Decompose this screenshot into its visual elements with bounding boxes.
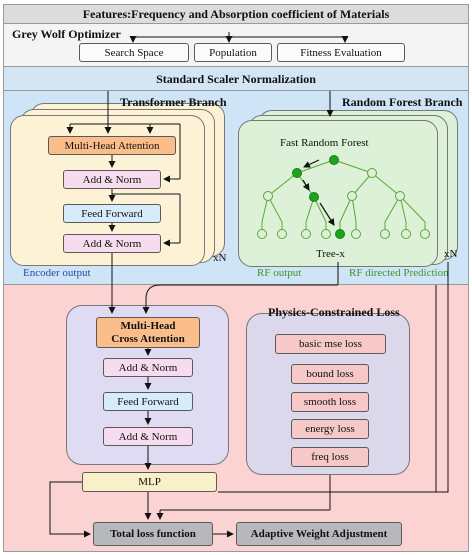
- scaler-title: Standard Scaler Normalization: [156, 72, 316, 86]
- tree-node: [395, 191, 405, 201]
- tree-node: [380, 229, 390, 239]
- tree-node: [277, 229, 287, 239]
- tree-node: [335, 229, 345, 239]
- rf-output-connectors: [142, 262, 449, 493]
- gwo-population: Population: [194, 43, 272, 62]
- decoder-mha: Multi-Head Cross Attention: [96, 317, 200, 348]
- tree-node: [347, 191, 357, 201]
- transformer-repeat: xN: [213, 252, 227, 264]
- rf-output-label: RF output: [257, 267, 302, 279]
- gwo-band: Grey Wolf Optimizer Search Space Populat…: [3, 24, 469, 67]
- title-band: Features:Frequency and Absorption coeffi…: [3, 4, 469, 24]
- rf-repeat: xN: [444, 248, 458, 260]
- rf-title: Random Forest Branch: [342, 95, 463, 109]
- loss-bound: bound loss: [291, 364, 369, 384]
- rf-directed-label: RF directed Prediction: [349, 267, 449, 279]
- diagram-title: Features:Frequency and Absorption coeffi…: [82, 7, 390, 21]
- decoder-connectors: [49, 348, 152, 538]
- transformer-title: Transformer Branch: [120, 95, 227, 109]
- tree-node: [263, 191, 273, 201]
- loss-energy: energy loss: [291, 419, 369, 439]
- adaptive-weight-box: Adaptive Weight Adjustment: [236, 522, 402, 546]
- gwo-search-space: Search Space: [79, 43, 189, 62]
- total-loss-box: Total loss function: [93, 522, 213, 546]
- tree-node: [292, 168, 302, 178]
- tree-node: [329, 155, 339, 165]
- mlp-box: MLP: [82, 472, 217, 492]
- rf-decision-path: [302, 159, 335, 226]
- rf-tree: [257, 155, 430, 239]
- tree-node: [401, 229, 411, 239]
- gwo-fitness-evaluation: Fitness Evaluation: [277, 43, 405, 62]
- tree-node: [420, 229, 430, 239]
- tree-node: [257, 229, 267, 239]
- decoder-mha-line1: Multi-Head: [120, 320, 176, 332]
- loss-connectors: [156, 475, 331, 538]
- loss-smooth: smooth loss: [291, 392, 369, 412]
- encoder-output-label: Encoder output: [23, 267, 91, 279]
- transformer-add-norm-2: Add & Norm: [63, 234, 161, 253]
- scaler-band: Standard Scaler Normalization: [3, 67, 469, 91]
- tree-node: [301, 229, 311, 239]
- loss-freq: freq loss: [291, 447, 369, 467]
- gwo-title: Grey Wolf Optimizer: [12, 27, 121, 41]
- tree-node: [367, 168, 377, 178]
- tree-node: [321, 229, 331, 239]
- transformer-feed-forward: Feed Forward: [63, 204, 161, 223]
- transformer-add-norm-1: Add & Norm: [63, 170, 161, 189]
- physics-loss-title: Physics-Constrained Loss: [268, 305, 400, 319]
- decoder-feed-forward: Feed Forward: [103, 392, 193, 411]
- decoder-add-norm-2: Add & Norm: [103, 427, 193, 446]
- transformer-connectors: [66, 123, 181, 314]
- tree-node: [351, 229, 361, 239]
- scaler-connectors: [104, 91, 334, 134]
- gwo-connectors: [129, 32, 349, 43]
- transformer-mha: Multi-Head Attention: [48, 136, 176, 155]
- rf-tree-title: Fast Random Forest: [280, 137, 369, 149]
- decoder-mha-line2: Cross Attention: [111, 333, 185, 345]
- decoder-add-norm-1: Add & Norm: [103, 358, 193, 377]
- rf-tree-label: Tree-x: [316, 248, 345, 260]
- tree-node: [309, 192, 319, 202]
- loss-basic-mse: basic mse loss: [275, 334, 386, 354]
